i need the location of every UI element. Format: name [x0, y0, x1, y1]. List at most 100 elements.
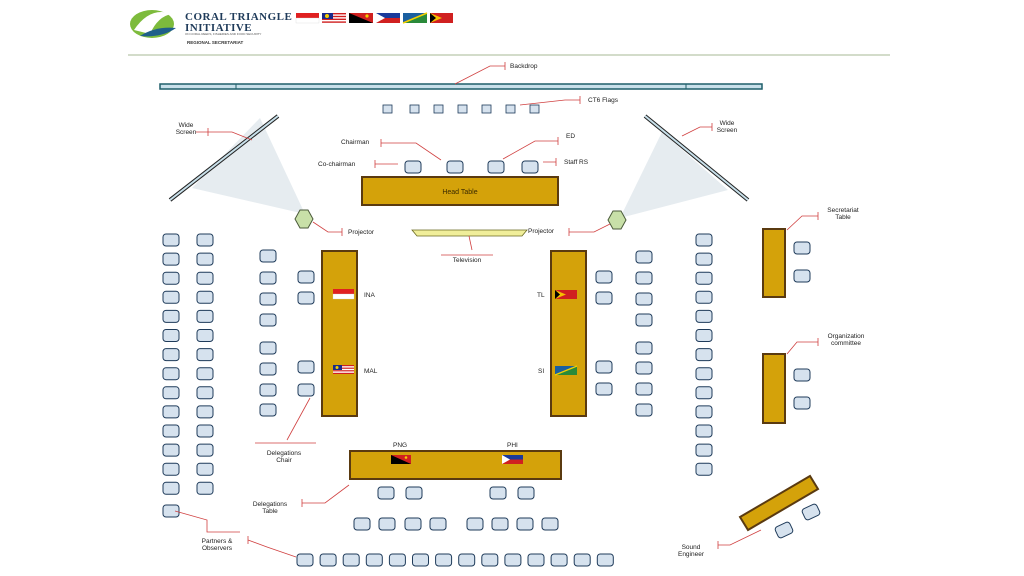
chair: [635, 250, 653, 264]
chair: [405, 486, 423, 500]
chair: [259, 249, 277, 263]
country-label-si: SI: [538, 368, 544, 375]
label-sound-2: Engineer: [678, 551, 705, 558]
chair: [793, 269, 811, 283]
chair: [596, 553, 614, 567]
labels: Backdrop CT6 Flags Wide Screen Wide Scre…: [176, 63, 865, 558]
chair: [695, 252, 713, 266]
chair: [516, 517, 534, 531]
chair: [695, 348, 713, 362]
wide-screen-right: [620, 114, 750, 218]
chairs: [162, 160, 821, 567]
chair: [595, 270, 613, 284]
label-delegations-table-1: Delegations: [253, 501, 288, 508]
label-secretariat-2: Table: [835, 214, 851, 221]
chair: [162, 252, 180, 266]
chair: [259, 362, 277, 376]
chair: [353, 517, 371, 531]
chair: [162, 271, 180, 285]
chair: [342, 553, 360, 567]
chair: [259, 313, 277, 327]
chair: [435, 553, 453, 567]
backdrop: [159, 83, 763, 90]
timor-leste-flag-icon: [555, 290, 577, 299]
chair: [297, 270, 315, 284]
chair: [196, 329, 214, 342]
chair: [404, 160, 422, 174]
wide-screen-left: [168, 114, 305, 214]
chair: [521, 160, 539, 174]
philippines-flag-icon: [376, 13, 400, 23]
chair: [595, 382, 613, 396]
label-wide-screen-right-1: Wide: [720, 120, 735, 127]
chair: [162, 386, 180, 400]
country-label-ina: INA: [364, 292, 376, 299]
chair: [695, 424, 713, 438]
label-partners-2: Observers: [202, 545, 233, 552]
chair: [162, 290, 180, 304]
chair: [259, 271, 277, 285]
chair: [695, 386, 713, 400]
chair: [793, 396, 811, 410]
chair: [162, 443, 180, 457]
chair: [695, 271, 713, 285]
chair: [196, 443, 214, 457]
header-flags: [295, 12, 453, 24]
papua-new-guinea-flag-icon: [391, 455, 411, 464]
chair: [162, 329, 180, 342]
chair: [196, 309, 214, 323]
label-delegations-table-2: Table: [262, 508, 278, 515]
chair: [595, 360, 613, 374]
label-backdrop: Backdrop: [510, 63, 538, 70]
chair: [487, 160, 505, 174]
chair: [259, 403, 277, 417]
chair: [196, 252, 214, 266]
chair: [196, 405, 214, 419]
chair: [404, 517, 422, 531]
television: [411, 229, 528, 237]
label-sound-1: Sound: [682, 544, 701, 551]
chair: [489, 486, 507, 500]
label-ct6-flags: CT6 Flags: [588, 97, 619, 104]
chair: [319, 553, 337, 567]
chair: [162, 504, 180, 518]
cti-logo-icon: [130, 10, 176, 38]
chair: [162, 462, 180, 476]
indonesia-flag-icon: [295, 13, 320, 24]
head-table-label: Head Table: [442, 189, 477, 196]
label-projector-left: Projector: [348, 229, 375, 236]
chair: [635, 341, 653, 355]
chair: [695, 367, 713, 381]
ct6-flag-stands: [382, 104, 540, 114]
label-delegations-chair-2: Chair: [276, 457, 292, 464]
malaysia-flag-icon: [333, 365, 354, 374]
chair: [412, 553, 429, 567]
chair: [365, 553, 383, 567]
chair: [429, 517, 447, 531]
callouts: [174, 62, 819, 558]
chair: [695, 443, 713, 457]
chair: [297, 291, 315, 305]
chair: [695, 462, 713, 476]
chair: [595, 291, 613, 305]
logo-line-1: CORAL TRIANGLE: [185, 11, 292, 23]
label-delegations-chair-1: Delegations: [267, 450, 302, 457]
philippines-flag-icon: [502, 455, 523, 464]
chair: [635, 382, 653, 396]
chair: [377, 486, 395, 500]
chair: [196, 271, 214, 285]
malaysia-flag-icon: [322, 13, 346, 23]
chair: [378, 517, 396, 531]
header: CORAL TRIANGLE INITIATIVE ON CORAL REEFS…: [128, 10, 890, 56]
solomon-islands-flag-icon: [554, 365, 578, 376]
chair: [635, 361, 653, 375]
label-secretariat-1: Secretariat: [827, 207, 859, 214]
chair: [259, 341, 277, 355]
chair: [458, 553, 476, 567]
timor-leste-flag-icon: [430, 13, 453, 23]
chair: [801, 503, 821, 521]
chair: [162, 348, 180, 362]
chair: [446, 160, 464, 174]
label-staff-rs: Staff RS: [564, 159, 589, 166]
chair: [793, 241, 811, 255]
